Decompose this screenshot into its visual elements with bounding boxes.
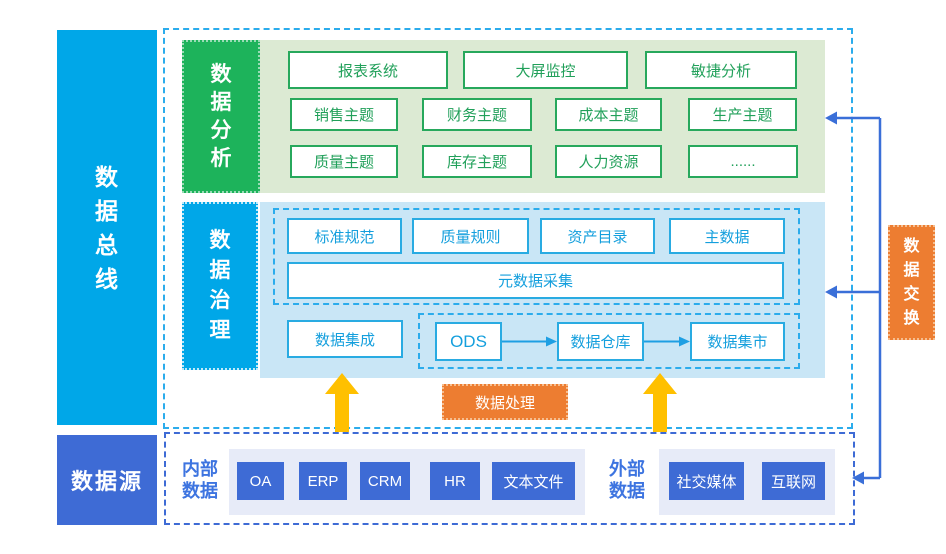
analysis-theme: 成本主题 [555, 98, 662, 131]
external-data-label: 外部数据 [609, 459, 645, 501]
data-exchange-connector-icon [825, 111, 882, 485]
source-chip: OA [237, 462, 284, 500]
analysis-theme: 销售主题 [290, 98, 398, 131]
ods-box: ODS [435, 322, 502, 361]
analysis-theme: 库存主题 [422, 145, 532, 178]
data-exchange-label: 数据交换 [903, 237, 920, 327]
governance-item: 资产目录 [540, 218, 655, 254]
analysis-app: 报表系统 [288, 51, 448, 89]
governance-title: 数据治理 [209, 229, 231, 342]
governance-item: 质量规则 [412, 218, 529, 254]
analysis-theme: 财务主题 [422, 98, 532, 131]
warehouse-flow-frame: ODS 数据仓库 数据集市 [418, 313, 800, 369]
data-source-label: 数据源 [57, 435, 157, 525]
governance-panel: 标准规范 质量规则 资产目录 主数据 元数据采集 数据集成 ODS 数据仓库 数… [260, 202, 825, 378]
source-chip: 社交媒体 [669, 462, 744, 500]
data-integration-box: 数据集成 [287, 320, 403, 358]
data-mart-box: 数据集市 [690, 322, 785, 361]
data-bus-bar: 数据总线 [57, 30, 157, 425]
external-data-strip: 社交媒体 互联网 [659, 449, 835, 515]
data-exchange-box: 数据交换 [888, 225, 935, 340]
analysis-title: 数据分析 [210, 62, 232, 170]
source-chip: 文本文件 [492, 462, 575, 500]
source-chip: HR [430, 462, 480, 500]
analysis-app: 大屏监控 [463, 51, 628, 89]
data-warehouse-box: 数据仓库 [557, 322, 644, 361]
main-frame [163, 28, 853, 429]
governance-rules-frame: 标准规范 质量规则 资产目录 主数据 元数据采集 [273, 208, 800, 305]
source-chip: ERP [299, 462, 347, 500]
governance-item: 标准规范 [287, 218, 402, 254]
governance-item: 主数据 [669, 218, 785, 254]
analysis-theme: 质量主题 [290, 145, 398, 178]
metadata-collection-box: 元数据采集 [287, 262, 784, 299]
source-chip: 互联网 [762, 462, 825, 500]
flow-arrow-icon [644, 336, 690, 347]
analysis-section-label: 数据分析 [182, 40, 260, 193]
internal-data-label: 内部数据 [182, 459, 218, 501]
governance-section-label: 数据治理 [182, 202, 258, 370]
data-processing-box: 数据处理 [442, 384, 568, 420]
up-arrow-icon [643, 373, 677, 433]
data-source-frame: 内部数据 OA ERP CRM HR 文本文件 外部数据 社交媒体 互联网 [164, 432, 855, 525]
data-bus-label: 数据总线 [95, 163, 119, 292]
analysis-theme: 人力资源 [555, 145, 662, 178]
source-chip: CRM [360, 462, 410, 500]
analysis-panel: 报表系统 大屏监控 敏捷分析 销售主题 财务主题 成本主题 生产主题 质量主题 … [260, 40, 825, 193]
flow-arrow-icon [502, 336, 557, 347]
internal-data-strip: OA ERP CRM HR 文本文件 [229, 449, 585, 515]
analysis-app: 敏捷分析 [645, 51, 797, 89]
up-arrow-icon [325, 373, 359, 433]
analysis-theme: ...... [688, 145, 798, 178]
analysis-theme: 生产主题 [688, 98, 797, 131]
